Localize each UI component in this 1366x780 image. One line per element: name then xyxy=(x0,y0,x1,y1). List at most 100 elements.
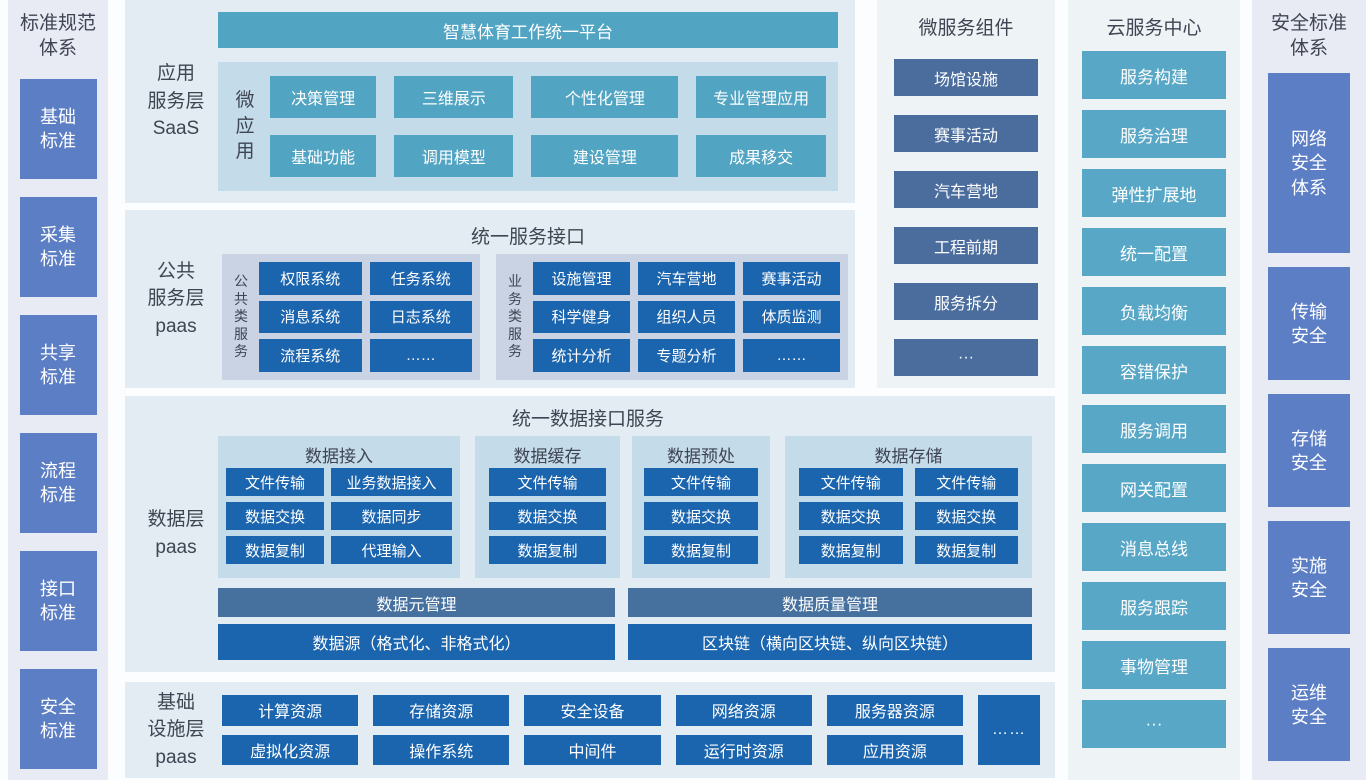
cloud-service-block: 弹性扩展地 xyxy=(1082,169,1226,217)
resource-block: 计算资源 xyxy=(222,695,359,726)
service-block: 流程系统 xyxy=(259,339,362,372)
data-preprocess-title: 数据预处 xyxy=(667,447,735,466)
public-layer-label: 公共 服务层 paas xyxy=(147,260,205,337)
micro-app-block: 专业管理应用 xyxy=(696,76,826,118)
platform-title-bar: 智慧体育工作统一平台 xyxy=(218,12,838,48)
data-quality-management-bar: 数据质量管理 xyxy=(628,588,1032,617)
data-block: 数据同步 xyxy=(331,502,452,530)
service-block: 专题分析 xyxy=(638,339,735,372)
common-services-panel: 公 共 类 服 务 权限系统 任务系统 消息系统 日志系统 流程系统 …… xyxy=(222,254,480,380)
cloud-service-block: 服务构建 xyxy=(1082,51,1226,99)
resource-block: 网络资源 xyxy=(675,695,812,726)
resource-block: 运行时资源 xyxy=(675,734,812,765)
security-block-network: 网络 安全 体系 xyxy=(1268,73,1350,254)
cloud-service-block: 统一配置 xyxy=(1082,228,1226,276)
data-block: 数据复制 xyxy=(489,536,606,564)
data-cache-grid: 文件传输 数据交换 数据复制 xyxy=(489,468,606,564)
infra-resources-grid: 计算资源 存储资源 安全设备 网络资源 服务器资源 …… 虚拟化资源 操作系统 … xyxy=(222,695,1040,765)
micro-app-panel: 微 应 用 决策管理 三维展示 个性化管理 专业管理应用 基础功能 调用模型 建… xyxy=(218,62,838,191)
data-layer-section: 数据层 paas 统一数据接口服务 数据接入 文件传输 业务数据接入 数据交换 … xyxy=(125,396,1055,672)
microservice-block: 服务拆分 xyxy=(894,283,1038,320)
app-service-layer-section: 应用 服务层 SaaS 智慧体育工作统一平台 微 应 用 决策管理 三维展示 个… xyxy=(125,0,855,203)
common-services-label: 公 共 类 服 务 xyxy=(234,273,248,360)
business-services-label: 业 务 类 服 务 xyxy=(508,273,522,360)
micro-app-block: 个性化管理 xyxy=(531,76,679,118)
data-source-bar: 数据源（格式化、非格式化） xyxy=(218,624,615,660)
service-block-more: …… xyxy=(743,339,840,372)
business-services-panel: 业 务 类 服 务 设施管理 汽车营地 赛事活动 科学健身 组织人员 体质监测 … xyxy=(496,254,848,380)
cloud-service-center-column: 云服务中心 服务构建 服务治理 弹性扩展地 统一配置 负载均衡 容错保护 服务调… xyxy=(1068,0,1240,780)
microservice-components-column: 微服务组件 场馆设施 赛事活动 汽车营地 工程前期 服务拆分 ··· xyxy=(877,0,1055,388)
data-preprocess-panel: 数据预处 文件传输 数据交换 数据复制 xyxy=(632,436,770,578)
service-block: 权限系统 xyxy=(259,262,362,295)
data-block: 数据交换 xyxy=(644,502,758,530)
data-block: 文件传输 xyxy=(914,468,1018,496)
infrastructure-layer-section: 基础 设施层 paas 计算资源 存储资源 安全设备 网络资源 服务器资源 ……… xyxy=(125,682,1055,778)
resource-block: 应用资源 xyxy=(826,734,963,765)
security-block-operations: 运维 安全 xyxy=(1268,648,1350,762)
microservice-block-more: ··· xyxy=(894,339,1038,376)
micro-app-block: 三维展示 xyxy=(394,76,514,118)
resource-block: 服务器资源 xyxy=(826,695,963,726)
resource-block: 中间件 xyxy=(524,734,661,765)
data-block: 数据复制 xyxy=(644,536,758,564)
service-block: 统计分析 xyxy=(533,339,630,372)
service-block: 消息系统 xyxy=(259,300,362,334)
data-storage-panel: 数据存储 文件传输 文件传输 数据交换 数据交换 数据复制 数据复制 xyxy=(785,436,1032,578)
security-block-transmission: 传输 安全 xyxy=(1268,267,1350,381)
data-meta-management-bar: 数据元管理 xyxy=(218,588,615,617)
common-services-grid: 权限系统 任务系统 消息系统 日志系统 流程系统 …… xyxy=(259,262,472,372)
service-block: 日志系统 xyxy=(369,300,472,334)
data-access-grid: 文件传输 业务数据接入 数据交换 数据同步 数据复制 代理输入 xyxy=(226,468,452,564)
security-block-implementation: 实施 安全 xyxy=(1268,521,1350,635)
data-access-panel: 数据接入 文件传输 业务数据接入 数据交换 数据同步 数据复制 代理输入 xyxy=(218,436,460,578)
micro-app-block: 决策管理 xyxy=(270,76,377,118)
microservice-block: 工程前期 xyxy=(894,227,1038,264)
unified-service-interface-title: 统一服务接口 xyxy=(470,227,585,248)
blockchain-bar: 区块链（横向区块链、纵向区块链） xyxy=(628,624,1032,660)
data-block: 文件传输 xyxy=(489,468,606,496)
data-cache-title: 数据缓存 xyxy=(513,447,582,466)
data-block: 数据交换 xyxy=(226,502,324,530)
data-layer-label: 数据层 paas xyxy=(147,509,205,558)
data-block: 文件传输 xyxy=(799,468,903,496)
service-block-more: …… xyxy=(369,339,472,372)
microservice-block: 赛事活动 xyxy=(894,115,1038,152)
service-block: 赛事活动 xyxy=(743,262,840,295)
micro-app-block: 建设管理 xyxy=(531,135,679,177)
service-block: 体质监测 xyxy=(743,300,840,334)
cloud-service-block: 服务跟踪 xyxy=(1082,582,1226,630)
resource-block: 操作系统 xyxy=(373,734,510,765)
cloud-service-block: 负载均衡 xyxy=(1082,287,1226,335)
service-block: 科学健身 xyxy=(533,300,630,334)
standard-block-process: 流程 标准 xyxy=(19,433,97,534)
standard-block-interface: 接口 标准 xyxy=(19,551,97,652)
microservice-block: 场馆设施 xyxy=(894,59,1038,96)
standards-sidebar-title: 标准规范 体系 xyxy=(19,13,96,59)
cloud-service-block: 服务调用 xyxy=(1082,405,1226,453)
microservice-components-title: 微服务组件 xyxy=(918,18,1014,39)
cloud-service-block: 服务治理 xyxy=(1082,110,1226,158)
standard-block-share: 共享 标准 xyxy=(19,315,97,416)
micro-app-label: 微 应 用 xyxy=(235,90,255,163)
cloud-service-block: 容错保护 xyxy=(1082,346,1226,394)
resource-block-more: …… xyxy=(977,695,1040,765)
resource-block: 安全设备 xyxy=(524,695,661,726)
security-standards-sidebar: 安全标准 体系 网络 安全 体系 传输 安全 存储 安全 实施 安全 运维 安全 xyxy=(1252,0,1366,780)
security-block-storage: 存储 安全 xyxy=(1268,394,1350,508)
micro-app-block: 基础功能 xyxy=(270,135,377,177)
service-block: 设施管理 xyxy=(533,262,630,295)
data-block: 业务数据接入 xyxy=(331,468,452,496)
unified-data-interface-title: 统一数据接口服务 xyxy=(511,409,664,430)
cloud-service-block: 消息总线 xyxy=(1082,523,1226,571)
data-block: 文件传输 xyxy=(226,468,324,496)
service-block: 任务系统 xyxy=(369,262,472,295)
data-block: 数据交换 xyxy=(489,502,606,530)
data-block: 数据复制 xyxy=(226,536,324,564)
micro-app-grid: 决策管理 三维展示 个性化管理 专业管理应用 基础功能 调用模型 建设管理 成果… xyxy=(270,76,826,177)
micro-app-block: 调用模型 xyxy=(394,135,514,177)
data-access-title: 数据接入 xyxy=(305,447,373,466)
public-service-layer-section: 公共 服务层 paas 统一服务接口 公 共 类 服 务 权限系统 任务系统 消… xyxy=(125,210,855,388)
resource-block: 虚拟化资源 xyxy=(222,734,359,765)
app-layer-label: 应用 服务层 SaaS xyxy=(147,63,205,140)
